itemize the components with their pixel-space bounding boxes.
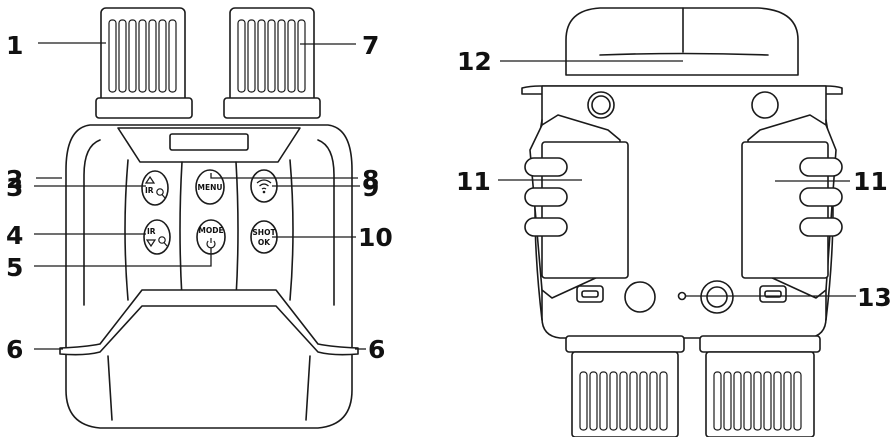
mode-label: MODE (198, 226, 223, 235)
back-leaders (498, 60, 856, 297)
back-view: 12 11 11 13 (456, 7, 892, 437)
callout-6-right: 6 (368, 335, 385, 364)
right-grip (741, 114, 843, 299)
callout-12: 12 (457, 47, 492, 76)
power-icon (206, 238, 216, 249)
callout-5: 5 (6, 253, 23, 282)
shot-label: SHOT (252, 228, 276, 237)
reset-hole[interactable] (677, 291, 687, 301)
mode-power-button[interactable]: MODE (196, 219, 226, 255)
callout-11-left: 11 (456, 167, 491, 196)
left-grip (524, 114, 629, 299)
back-callouts: 12 11 11 13 (456, 47, 892, 312)
svg-text:IR: IR (147, 227, 156, 236)
front-view: IR IR MENU MODE (6, 7, 393, 429)
menu-label: MENU (198, 183, 223, 192)
callout-2: 2 (6, 165, 23, 194)
front-callouts: 1 2 3 4 5 6 7 8 9 10 6 (6, 31, 393, 364)
front-leaders (34, 42, 366, 350)
menu-button[interactable]: MENU (195, 169, 225, 205)
button-ir-down[interactable]: IR (143, 219, 171, 255)
callout-7: 7 (362, 31, 379, 60)
button-ir-up[interactable]: IR (141, 170, 169, 206)
right-eyepiece (223, 7, 321, 119)
left-eyepiece (95, 7, 193, 119)
callout-9: 9 (362, 173, 379, 202)
callout-1: 1 (6, 31, 23, 60)
callout-4: 4 (6, 221, 23, 250)
callout-8: 8 (362, 165, 379, 194)
callout-13: 13 (857, 283, 892, 312)
svg-text:IR: IR (145, 186, 154, 195)
callout-10: 10 (358, 223, 393, 252)
front-body (59, 124, 359, 429)
back-lower-features (576, 280, 787, 314)
wifi-icon (256, 179, 272, 194)
ok-label: OK (258, 238, 271, 247)
callout-3: 3 (6, 173, 23, 202)
objective-lenses (565, 335, 821, 437)
callout-11-right: 11 (853, 167, 888, 196)
callout-6-left: 6 (6, 335, 23, 364)
